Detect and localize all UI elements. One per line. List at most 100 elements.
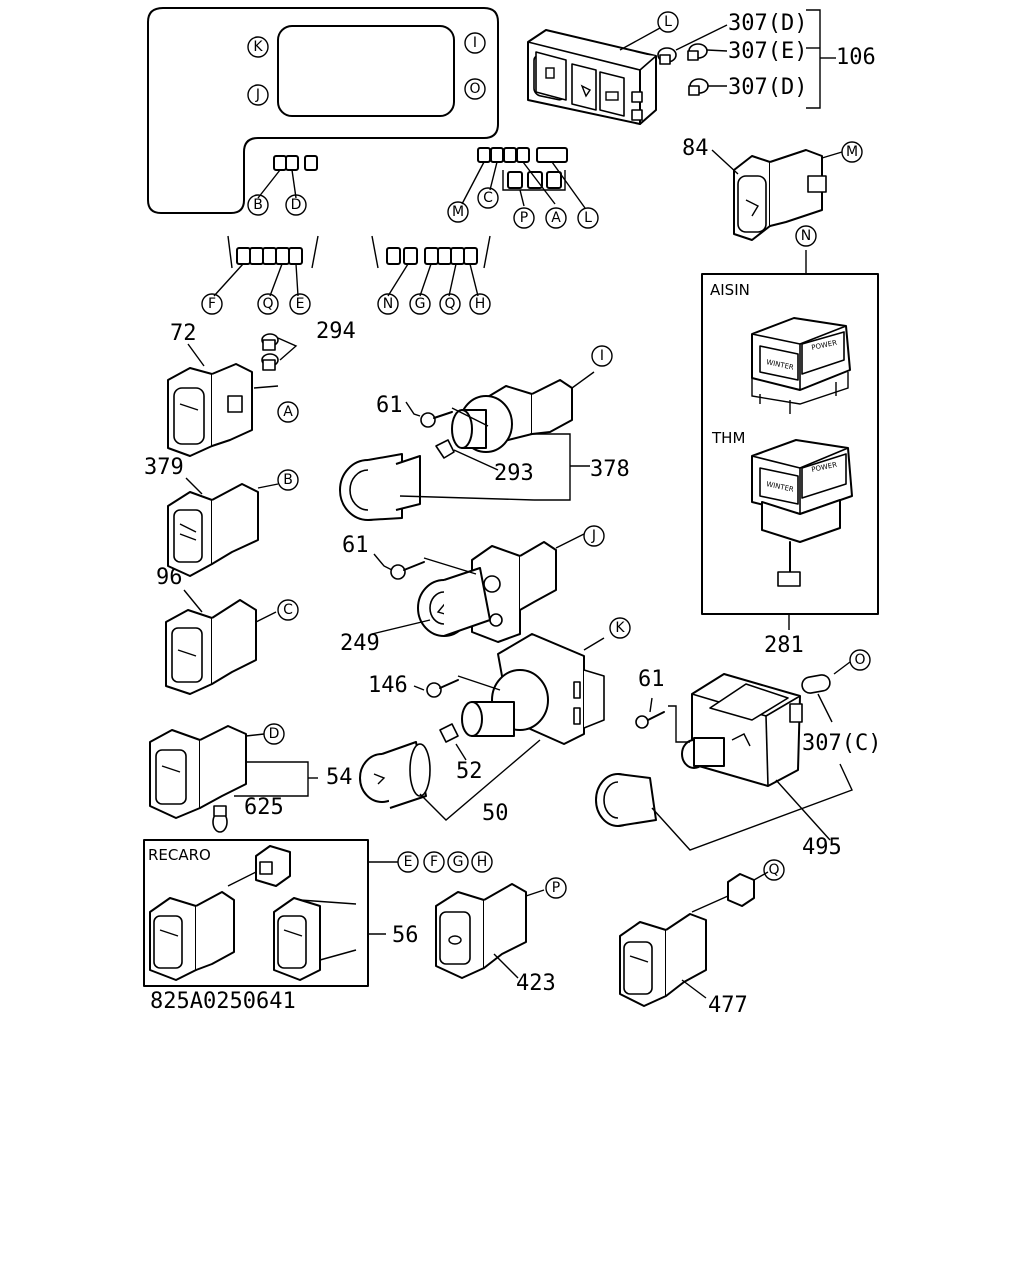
part-number-56: 56 [392,923,419,948]
part-number-72: 72 [170,321,197,346]
callout-l: L [577,207,599,229]
callout-i: I [591,345,613,367]
callout-b: B [247,194,269,216]
callout-letter: Q [444,296,455,312]
callout-circle [545,207,567,229]
callout-c: C [277,599,299,621]
callout-letter: A [551,210,561,226]
aisin-label: AISIN [710,281,750,299]
callout-letter: P [552,880,560,896]
switch-q-477 [619,871,769,1007]
switch-p-423 [435,883,545,979]
left-lower-slots [213,235,319,297]
callout-circle [577,207,599,229]
part-number-625: 625 [244,795,284,820]
callout-circle [849,649,871,671]
callout-circle [285,194,307,216]
callout-letter: F [208,296,216,312]
switch-module-106 [527,27,661,125]
callout-letter: B [283,472,293,488]
callout-a: A [277,401,299,423]
switch-j-assembly [371,533,585,643]
callout-h: H [469,293,491,315]
callout-b: B [277,469,299,491]
switch-379 [167,477,279,577]
part-number-61: 61 [638,667,665,692]
part-number-50: 50 [482,801,509,826]
switch-84 [711,149,843,241]
callout-circle [464,78,486,100]
part-number-281: 281 [764,633,804,658]
callout-letter: Q [262,296,273,312]
callout-letter: M [846,144,858,160]
bulb-294 [261,333,298,371]
callout-circle [464,32,486,54]
part-number-379: 379 [144,455,184,480]
part-number-293: 293 [494,461,534,486]
recaro-label: RECARO [148,846,211,864]
callout-p: P [545,877,567,899]
callout-circle [377,293,399,315]
callout-letter: O [854,652,865,668]
callout-letter: A [283,404,293,420]
callout-a: A [545,207,567,229]
callout-d: D [263,723,285,745]
callout-circle [289,293,311,315]
callout-n: N [377,293,399,315]
callout-q: Q [439,293,461,315]
part-number-495: 495 [802,835,842,860]
aisin-thm-box: AISIN THM WINTER POWER WINTER POWER [701,250,879,630]
callout-letter: O [469,81,480,97]
figure-code: 825A0250641 [150,989,296,1014]
callout-letter: N [801,228,811,244]
callout-g: G [409,293,431,315]
callout-n: N [795,225,817,247]
callout-h: H [471,851,493,873]
callout-circle [247,36,269,58]
part-number-294: 294 [316,319,356,344]
callout-j: J [247,84,269,106]
callout-letter: F [430,854,438,870]
callout-circle [795,225,817,247]
callout-d: D [285,194,307,216]
callout-e: E [289,293,311,315]
part-number-307e: 307(E) [728,39,807,64]
callout-letter: D [269,726,280,742]
callout-o: O [849,649,871,671]
callout-q: Q [257,293,279,315]
callout-g: G [447,851,469,873]
callout-letter: G [415,296,426,312]
callout-circle [277,401,299,423]
callout-circle [277,599,299,621]
callout-circle [471,851,493,873]
callout-circle [469,293,491,315]
switch-72 [167,343,279,457]
callout-circle [247,84,269,106]
callout-circle [583,525,605,547]
callout-letter: J [255,87,260,103]
callout-letter: C [483,190,493,206]
part-number-249: 249 [340,631,380,656]
callout-l: L [657,11,679,33]
right-lower-slots [371,235,491,297]
callout-circle [477,187,499,209]
callout-f: F [201,293,223,315]
switch-i-assembly [339,371,595,521]
recaro-box: RECARO [143,839,398,987]
center-connector-slots [461,147,586,209]
callout-letter: H [477,854,488,870]
part-number-477: 477 [708,993,748,1018]
callout-k: K [609,617,631,639]
callout-letter: I [600,348,604,364]
callout-circle [513,207,535,229]
callout-letter: E [296,296,305,312]
callout-letter: L [584,210,592,226]
callout-letter: H [475,296,486,312]
callout-letter: J [591,528,596,544]
callout-letter: D [291,197,302,213]
switch-96 [165,589,277,695]
callout-letter: I [473,35,477,51]
